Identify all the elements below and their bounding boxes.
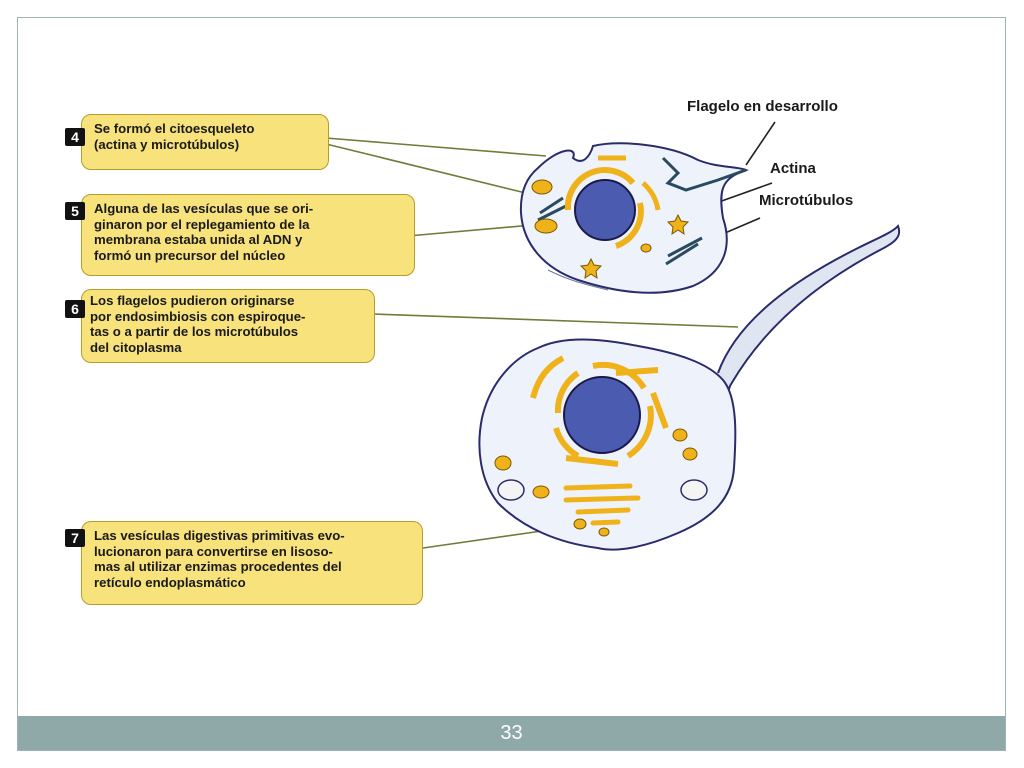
golgi-cisterna-2	[563, 495, 641, 503]
slide-number: 33	[500, 722, 523, 744]
lower-cell-er	[530, 355, 669, 467]
lower-cell-vesicle-1	[494, 455, 512, 471]
leader-line-4b	[325, 143, 539, 197]
leader-lines	[325, 137, 739, 549]
upper-cell-er-2	[614, 202, 644, 249]
step-6-line-3: tas o a partir de los microtúbulos	[90, 324, 299, 339]
upper-cell-stars	[579, 213, 690, 280]
upper-cell-actin	[661, 156, 747, 192]
pointer-flagelo	[745, 121, 776, 166]
step-5-line-3: membrana estaba unida al ADN y	[94, 232, 303, 247]
lower-cell-vesicle-5	[573, 518, 587, 530]
upper-cell-er-1	[564, 167, 636, 211]
step-6-line-4: del citoplasma	[90, 339, 182, 355]
golgi-cisterna-1	[563, 483, 633, 491]
step-5-line-4: formó un precursor del núcleo	[94, 247, 286, 263]
lower-cell-er-4	[553, 427, 580, 459]
step-4-number: 4	[65, 128, 85, 146]
step-6-box: Los flagelos pudieron originarse por end…	[81, 289, 375, 363]
lower-cell-flagellum	[717, 224, 901, 414]
step-7-line-2: lucionaron para convertirse en lisoso-	[94, 543, 333, 559]
lower-cell-vesicle-4	[682, 447, 698, 461]
upper-cell-texture	[547, 269, 609, 291]
step-5-line-1: Alguna de las vesículas que se ori-	[94, 201, 314, 216]
lower-cell-vesicle-3	[672, 428, 688, 442]
upper-cell-star-2	[579, 257, 603, 280]
lower-cell-vesicle-6	[598, 527, 610, 537]
upper-cell-microtubules	[537, 196, 703, 266]
upper-cell-vesicle-3	[640, 243, 652, 253]
step-4-line-1: Se formó el citoesqueleto	[94, 121, 255, 136]
lower-cell-er-6	[565, 455, 619, 467]
step-7-box: Las vesículas digestivas primitivas evo-…	[81, 521, 423, 605]
lower-cell-er-1	[554, 370, 580, 414]
slide-footer: 33	[18, 716, 1005, 750]
upper-cell-er-4	[641, 181, 661, 211]
lower-cell-er-7	[650, 391, 669, 430]
step-7-line-1: Las vesículas digestivas primitivas evo-	[94, 528, 345, 543]
slide: Se formó el citoesqueleto (actina y micr…	[17, 17, 1006, 751]
step-4-line-2: (actina y microtúbulos)	[94, 136, 240, 152]
lower-cell-vesicles	[494, 428, 698, 537]
label-microtubulos: Microtúbulos	[759, 192, 854, 209]
step-5-line-2: ginaron por el replegamiento de la	[94, 216, 310, 232]
step-6-line-2: por endosimbiosis con espiroque-	[90, 308, 306, 324]
step-6-line-1: Los flagelos pudieron originarse	[90, 293, 295, 308]
cell-evolution-diagram	[325, 121, 901, 551]
step-5-number: 5	[65, 202, 85, 220]
lower-cell-vesicle-2	[532, 485, 550, 499]
lower-cell-lysosome-2	[680, 479, 708, 501]
step-6-number: 6	[65, 300, 85, 318]
upper-cell	[519, 142, 749, 294]
step-7-number: 7	[65, 529, 85, 547]
upper-cell-vesicle-1	[531, 179, 553, 195]
golgi-cisterna-4	[590, 519, 621, 526]
lower-cell-lysosome-1	[497, 479, 525, 501]
lower-cell	[478, 224, 901, 551]
step-5-box: Alguna de las vesículas que se ori- gina…	[81, 194, 415, 276]
lower-cell-golgi	[563, 483, 641, 526]
golgi-cisterna-3	[575, 507, 631, 515]
label-actina: Actina	[770, 160, 816, 177]
step-7-line-4: retículo endoplasmático	[94, 574, 246, 590]
leader-line-4a	[325, 137, 547, 157]
lower-cell-er-5	[530, 355, 565, 399]
lower-cell-er-2	[592, 361, 647, 390]
leader-line-6	[372, 313, 739, 328]
lower-cell-er-8	[615, 367, 659, 376]
lower-cell-er-3	[626, 405, 654, 459]
upper-cell-nucleus	[574, 179, 636, 241]
lower-cell-lysosomes	[497, 479, 708, 501]
step-7-line-3: mas al utilizar enzimas procedentes del	[94, 559, 342, 574]
upper-cell-star-1	[666, 213, 690, 236]
step-4-box: Se formó el citoesqueleto (actina y micr…	[81, 114, 329, 170]
label-flagelo-en-desarrollo: Flagelo en desarrollo	[687, 98, 838, 115]
lower-cell-nucleus	[563, 376, 641, 454]
upper-cell-vesicle-2	[534, 218, 558, 234]
